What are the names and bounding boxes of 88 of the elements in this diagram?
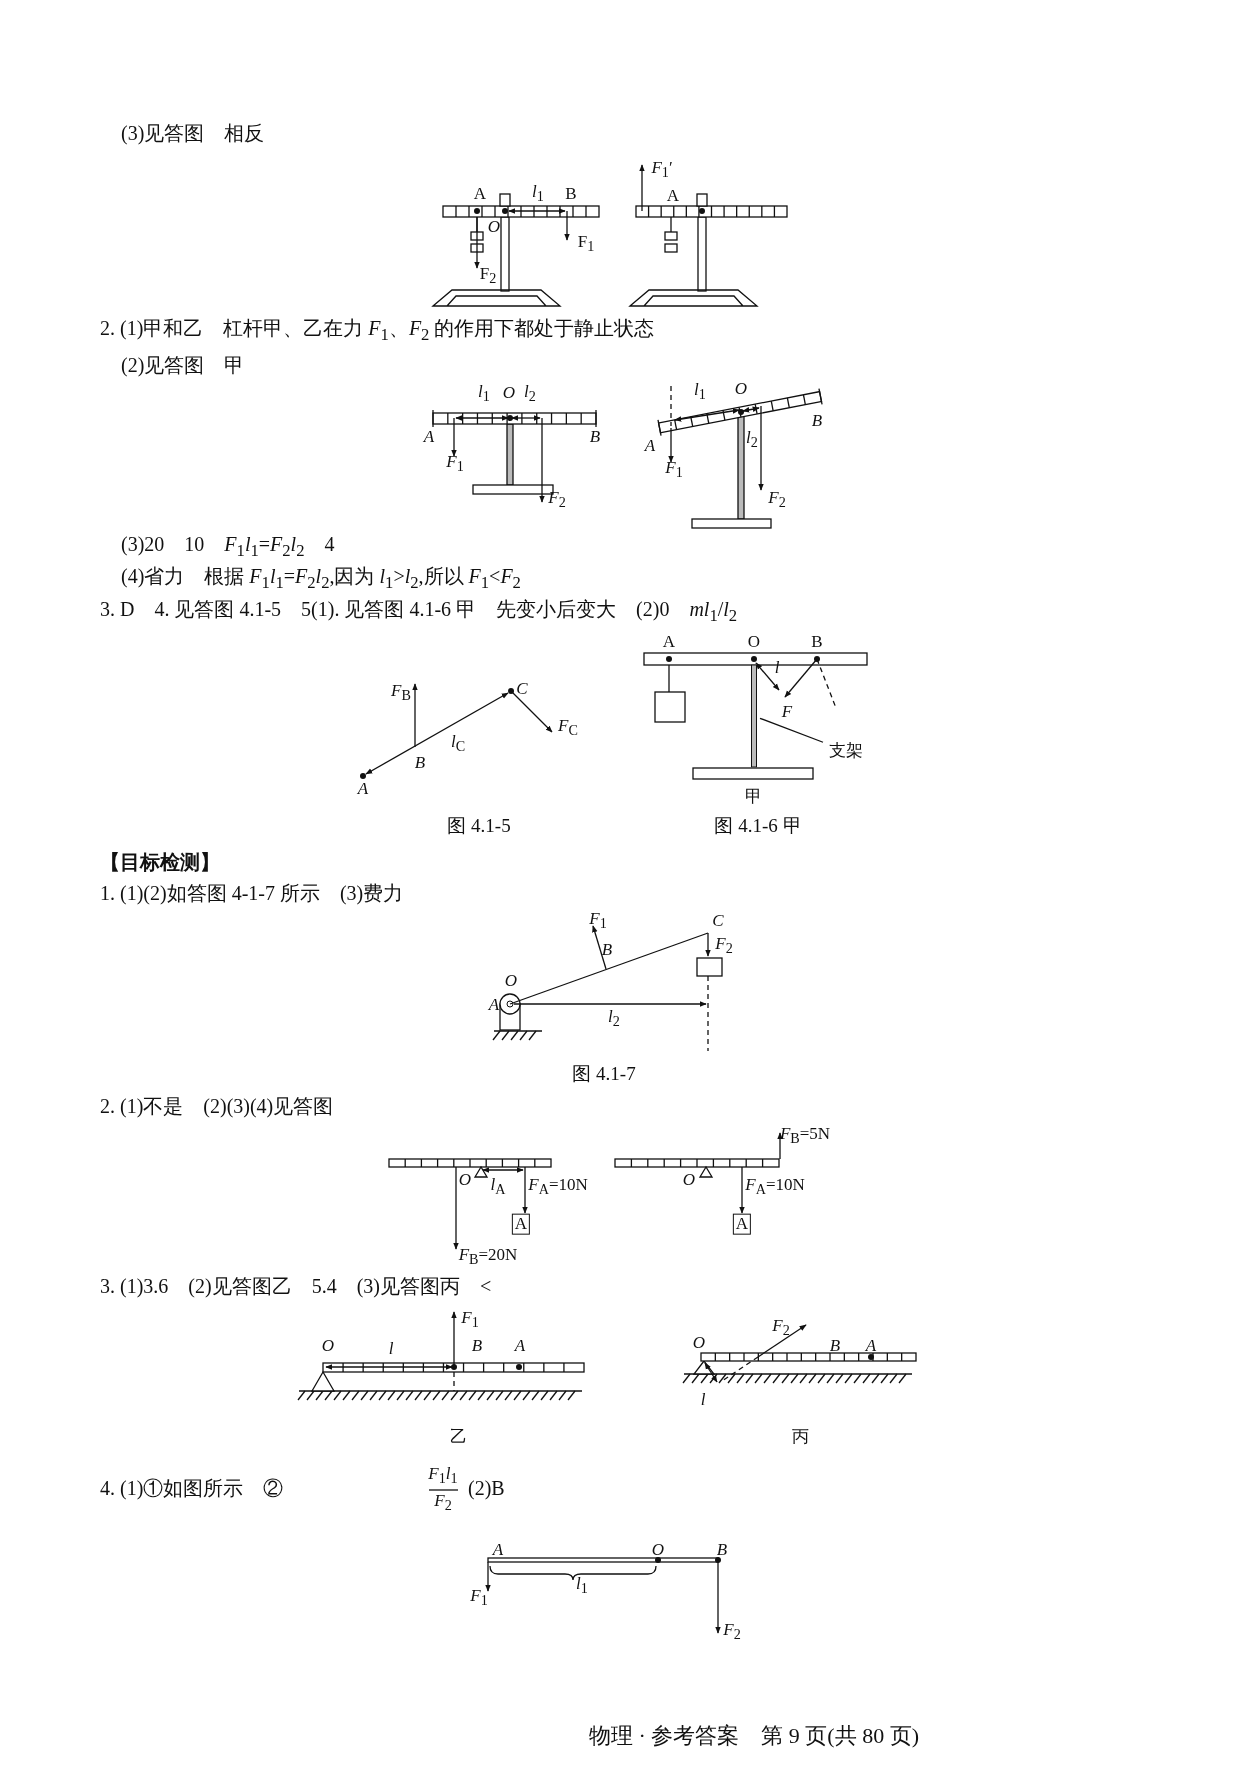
diagram-label: O [458, 1170, 472, 1190]
diagram-label: B [811, 411, 823, 431]
diagram-label: B [565, 184, 577, 204]
diagram-label: B [414, 753, 426, 773]
diagram-label: 乙 [449, 1427, 467, 1447]
diagram-label: B [589, 427, 601, 447]
diagram-label: F$_{2}$ [715, 935, 733, 957]
diagram-label: F [781, 702, 793, 722]
section-heading: 【目标检测】 [100, 851, 220, 873]
diagram-label: O [651, 1540, 665, 1560]
diagram-label: F$_{1}$ [470, 1587, 488, 1609]
diagram-label: 甲 [744, 787, 762, 807]
diagram-label: A [423, 427, 435, 447]
diagram-label: F$_{1}$ [461, 1309, 479, 1331]
answer-text: (4)省力 根据 F$_{1}$l$_{1}$=F$_{2}$l$_{2}$,因为 l$_{1}$>l$_{2}$,所以 F$_{1}$<F$_{2}$ [121, 565, 521, 593]
diagram-label: O [487, 217, 501, 237]
diagram-label: B [716, 1540, 728, 1560]
diagram-label: F$_{B}$=20N [458, 1246, 518, 1268]
diagram-label: 丙 [791, 1427, 809, 1447]
diagram-label: O [321, 1336, 335, 1356]
diagram-label: l$_{1}$ [694, 381, 706, 403]
diagram-label: l [774, 658, 780, 678]
diagram-label: F$_{2}$ [479, 265, 497, 287]
diagram-label: B [811, 632, 823, 652]
diagram-label: F$_{2}$ [723, 1621, 741, 1643]
diagram-label: B [471, 1336, 483, 1356]
diagram-label: F$_{1}$ [577, 233, 595, 255]
diagram-label: O [504, 971, 518, 991]
answer-text: (3)见答图 相反 [121, 122, 265, 144]
diagram-label: A [473, 184, 487, 204]
support-label: 支架 [829, 741, 863, 761]
diagram-label: A [865, 1336, 877, 1356]
answer-text: (2)见答图 甲 [121, 354, 245, 376]
page-footer: 物理 · 参考答案 第 9 页(共 80 页) [589, 1723, 919, 1749]
diagram-label: F$_{C}$ [558, 717, 578, 739]
diagram-label: l [700, 1390, 706, 1410]
answer-text: 2. (1)不是 (2)(3)(4)见答图 [100, 1095, 334, 1117]
weight-box: A [511, 1213, 531, 1235]
diagram-label: A [644, 436, 656, 456]
figure-caption: 图 4.1-5 [447, 815, 511, 837]
diagram-label: l$_{2}$ [524, 383, 536, 405]
diagram-label: F$_{1}$ [446, 453, 464, 475]
diagram-label: l$_{1}$ [532, 183, 544, 205]
diagram-label: l$_{A}$ [490, 1176, 506, 1198]
diagram-label: O [682, 1170, 696, 1190]
answer-text: 1. (1)(2)如答图 4-1-7 所示 (3)费力 [100, 882, 404, 904]
diagram-label: O [692, 1333, 706, 1353]
diagram-label: l$_{2}$ [608, 1008, 620, 1030]
figure-caption: 图 4.1-7 [572, 1063, 636, 1085]
answer-text: (2)B [468, 1477, 505, 1499]
diagram-label: O [502, 383, 516, 403]
diagram-label: C [516, 679, 528, 699]
answer-text: (3)20 10 F$_{1}$l$_{1}$=F$_{2}$l$_{2}$ 4 [121, 533, 335, 561]
diagram-label: F$_{2}$ [768, 489, 786, 511]
diagram-label: F$_{B}$ [391, 682, 411, 704]
diagram-label: l$_{1}$ [478, 383, 490, 405]
figure-caption: 图 4.1-6 甲 [714, 815, 802, 837]
diagram-label: l$_{2}$ [746, 429, 758, 451]
support-post [751, 664, 757, 768]
diagram-label: C [712, 911, 724, 931]
diagram-label: F$_{A}$=10N [745, 1176, 805, 1198]
leader-line [759, 717, 824, 743]
diagram-label: A [662, 632, 676, 652]
answer-text: 3. (1)3.6 (2)见答图乙 5.4 (3)见答图丙 < [100, 1275, 492, 1297]
diagram-label: F$_{1}$ [665, 459, 683, 481]
answer-text: 3. D 4. 见答图 4.1-5 5(1). 见答图 4.1-6 甲 先变小后变大 (2)0 ml$_{1}$/l$_{2}$ [100, 598, 738, 626]
diagram-label: F$_{1}$l$_{1}$ [428, 1465, 458, 1487]
diagram-label: F$_{2}$ [548, 489, 566, 511]
diagram-label: O [747, 632, 761, 652]
diagram-label: F$_{A}$=10N [528, 1176, 588, 1198]
diagram-label: A [666, 186, 680, 206]
diagram-label: l$_{C}$ [450, 733, 466, 755]
diagram-label: F$_{1}$′ [651, 159, 673, 181]
diagram-label: l [388, 1339, 394, 1359]
diagram-label: l$_{1}$ [576, 1575, 588, 1597]
diagram-label: F$_{1}$ [589, 910, 607, 932]
diagram-label: O [734, 379, 748, 399]
diagram-label: A [488, 995, 500, 1015]
diagram-label: B [601, 940, 613, 960]
answer-text: 2. (1)甲和乙 杠杆甲、乙在力 F$_{1}$、F$_{2}$ 的作用下都处于静止状态 [100, 317, 655, 345]
diagram-label: A [357, 779, 369, 799]
diagram-label: A [514, 1336, 526, 1356]
weight-box: A [732, 1213, 752, 1235]
diagram-label: F$_{2}$ [434, 1492, 452, 1514]
diagram-label: A [492, 1540, 504, 1560]
diagram-label: B [829, 1336, 841, 1356]
answer-text: 4. (1)①如图所示 ② [100, 1477, 284, 1499]
diagram-label: F$_{2}$ [772, 1317, 790, 1339]
